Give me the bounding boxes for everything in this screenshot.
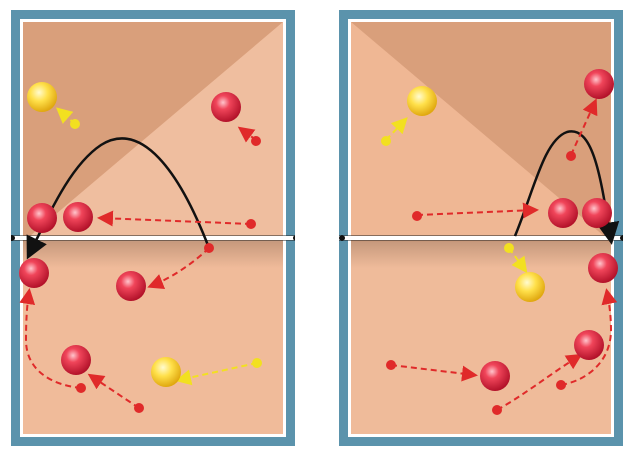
origin-dot-icon — [492, 405, 502, 415]
net-post-left-icon — [339, 235, 345, 241]
court-light-region — [23, 22, 283, 242]
origin-dot-icon — [204, 243, 214, 253]
origin-dot-icon — [246, 219, 256, 229]
movement-arrow-red — [97, 210, 252, 227]
net-band — [339, 236, 623, 240]
net-post-left-icon — [11, 235, 15, 241]
origin-dot-icon — [386, 360, 396, 370]
net-post-right-icon — [620, 235, 623, 241]
origin-dot-icon — [70, 119, 80, 129]
net-post-right-icon — [293, 235, 295, 241]
movement-arrow-yellow — [175, 362, 258, 386]
origin-dot-icon — [252, 358, 262, 368]
movement-arrow-red — [560, 288, 618, 386]
court-diagram-right — [339, 10, 623, 446]
court-lower-half — [23, 242, 283, 434]
origin-dot-icon — [251, 136, 261, 146]
red-player-token-icon — [61, 345, 91, 375]
origin-dot-icon — [134, 403, 144, 413]
origin-dot-icon — [504, 243, 514, 253]
court-light-region — [351, 22, 611, 242]
origin-dot-icon — [76, 383, 86, 393]
yellow-ball-token-icon — [151, 357, 181, 387]
net-shadow — [351, 240, 611, 268]
court-left-svg — [11, 19, 295, 437]
red-player-token-icon — [480, 361, 510, 391]
yellow-ball-token-icon — [407, 86, 437, 116]
red-player-token-icon — [116, 271, 146, 301]
movement-arrow-red — [390, 364, 478, 382]
movement-arrow-red — [147, 247, 210, 289]
ball-trajectory-arrow — [513, 130, 620, 245]
origin-dot-icon — [566, 151, 576, 161]
red-player-token-icon — [211, 92, 241, 122]
movement-arrow-yellow — [385, 117, 408, 141]
origin-dot-icon — [556, 380, 566, 390]
red-player-token-icon — [63, 202, 93, 232]
yellow-ball-token-icon — [27, 82, 57, 112]
origin-dot-icon — [381, 136, 391, 146]
court-right-svg — [339, 19, 623, 437]
red-player-token-icon — [584, 69, 614, 99]
net-band — [11, 236, 295, 240]
red-player-token-icon — [19, 258, 49, 288]
red-player-token-icon — [582, 198, 612, 228]
red-player-token-icon — [27, 203, 57, 233]
red-player-token-icon — [548, 198, 578, 228]
yellow-ball-token-icon — [515, 272, 545, 302]
court-diagram-left — [11, 10, 295, 446]
red-player-token-icon — [588, 253, 618, 283]
net-shadow — [23, 240, 283, 268]
movement-arrow-red — [19, 288, 82, 389]
red-player-token-icon — [574, 330, 604, 360]
court-lower-half — [351, 242, 611, 434]
origin-dot-icon — [412, 211, 422, 221]
